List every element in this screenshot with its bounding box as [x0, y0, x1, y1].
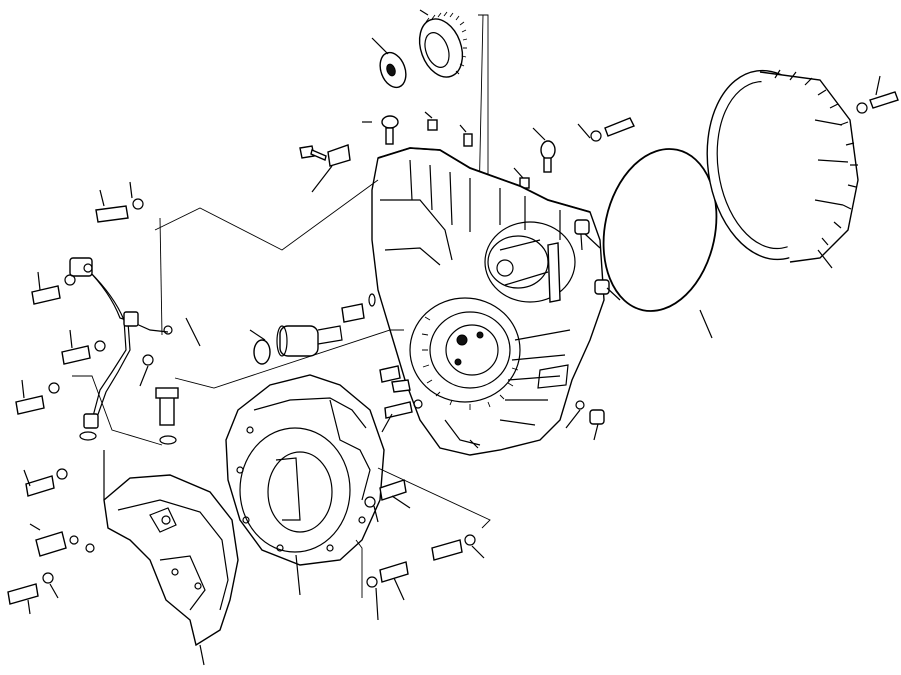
plug-small [424, 111, 530, 189]
leader-line [377, 467, 491, 529]
eye-bolt-left [362, 115, 399, 145]
bolt [95, 181, 144, 223]
washer [79, 354, 177, 445]
bolt [577, 117, 635, 142]
nameplate [311, 144, 351, 193]
bolt [61, 329, 106, 365]
bolt [366, 561, 409, 621]
leader-line [355, 539, 363, 598]
valve-leader-line [174, 329, 404, 389]
eye-bolt-right [532, 127, 556, 173]
bolt [431, 534, 485, 561]
bearing [371, 37, 407, 89]
solenoid-valve [249, 325, 343, 365]
tube-assembly [69, 257, 173, 429]
transmission-housing [371, 147, 605, 456]
bolt [856, 75, 899, 114]
rear-cover [706, 69, 859, 269]
bolt [364, 479, 411, 523]
leader-line [159, 217, 163, 336]
harness-leader-line [154, 179, 379, 251]
pto-cover [103, 474, 239, 666]
bolt [565, 219, 621, 441]
bolt [15, 379, 60, 415]
bolt [23, 450, 105, 500]
harness-connector [29, 523, 95, 557]
bolt [299, 145, 327, 161]
bolt [31, 271, 76, 305]
large-seal-ring [602, 148, 718, 339]
bolt [7, 572, 59, 615]
leader-line [72, 375, 163, 446]
ring-gear [418, 9, 468, 78]
flywheel-housing [225, 374, 385, 596]
bolt [341, 293, 423, 433]
bolt [155, 317, 201, 426]
